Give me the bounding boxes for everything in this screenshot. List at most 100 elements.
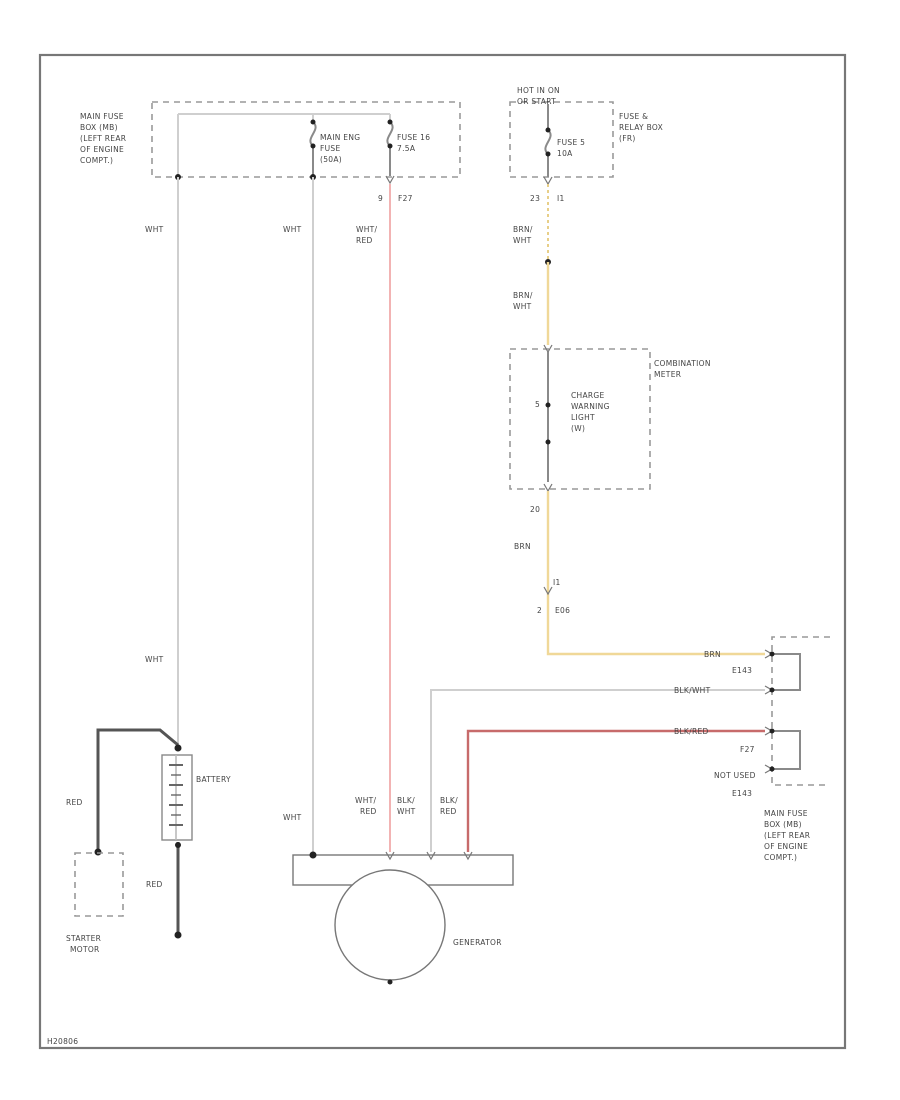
svg-text:7.5A: 7.5A: [397, 144, 416, 153]
svg-text:RED: RED: [440, 807, 457, 816]
generator-label: GENERATOR: [453, 938, 502, 947]
charge-warning-light-label: CHARGE WARNING LIGHT (W): [571, 391, 610, 433]
wire-blk-red: [466, 729, 765, 852]
svg-text:F27: F27: [398, 194, 413, 203]
svg-text:WARNING: WARNING: [571, 402, 610, 411]
svg-text:LIGHT: LIGHT: [571, 413, 595, 422]
starter-motor-box: [74, 852, 124, 917]
svg-text:COMPT.): COMPT.): [764, 853, 797, 862]
combination-meter-box: [509, 348, 651, 490]
label-wht-mid: WHT: [283, 225, 302, 234]
svg-text:2: 2: [537, 606, 542, 615]
combination-meter-label: COMBINATION METER: [654, 359, 711, 379]
svg-text:(50A): (50A): [320, 155, 342, 164]
svg-text:FUSE &: FUSE &: [619, 112, 648, 121]
label-wht-left: WHT: [145, 225, 164, 234]
battery-label: BATTERY: [196, 775, 231, 784]
svg-text:WHT: WHT: [513, 302, 532, 311]
label-blk-wht-right: BLK/WHT: [674, 686, 711, 695]
svg-text:BOX (MB): BOX (MB): [764, 820, 802, 829]
svg-text:(LEFT REAR: (LEFT REAR: [80, 134, 126, 143]
svg-text:COMPT.): COMPT.): [80, 156, 113, 165]
label-brn-wht-2: BRN/ WHT: [513, 291, 533, 311]
main-eng-fuse-label: MAIN ENG FUSE (50A): [320, 133, 360, 164]
generator-wire-labels: WHT/ RED BLK/ WHT BLK/ RED: [355, 796, 458, 816]
svg-text:RELAY BOX: RELAY BOX: [619, 123, 663, 132]
label-e143: E143: [732, 666, 752, 675]
label-brn: BRN: [514, 542, 531, 551]
label-brn-wht-1: BRN/ WHT: [513, 225, 533, 245]
fuse-box-link-1: [772, 653, 801, 691]
connector-low: I1 2 E06: [537, 578, 570, 615]
svg-text:MAIN FUSE: MAIN FUSE: [764, 809, 808, 818]
generator-symbol: [334, 869, 446, 981]
wire-brn: [546, 491, 765, 656]
starter-motor-label: STARTER MOTOR: [66, 934, 101, 954]
svg-text:STARTER: STARTER: [66, 934, 101, 943]
main-fuse-box-top-label: MAIN FUSE BOX (MB) (LEFT REAR OF ENGINE …: [80, 112, 126, 165]
svg-text:9: 9: [378, 194, 383, 203]
label-red-battery: RED: [146, 880, 163, 889]
svg-text:MAIN ENG: MAIN ENG: [320, 133, 360, 142]
wire-blk-wht: [430, 689, 765, 852]
connector-f27-top: 9 F27: [378, 194, 413, 203]
label-wht-left-low: WHT: [145, 655, 164, 664]
svg-text:E06: E06: [555, 606, 570, 615]
fuse-16-label: FUSE 16 7.5A: [397, 133, 430, 153]
svg-text:MOTOR: MOTOR: [70, 945, 100, 954]
svg-text:(FR): (FR): [619, 134, 636, 143]
meter-pin-bottom: 20: [530, 505, 540, 514]
fuse-box-bus: [177, 113, 391, 177]
svg-text:WHT: WHT: [397, 807, 416, 816]
fuse-16-symbol: [386, 121, 394, 176]
fuse-5-symbol: [544, 104, 552, 177]
fuse-5-label: FUSE 5 10A: [557, 138, 585, 158]
footer-code: H20806: [47, 1037, 78, 1046]
label-red-starter: RED: [66, 798, 83, 807]
fuse-box-link-2: [772, 730, 801, 770]
svg-text:FUSE 16: FUSE 16: [397, 133, 430, 142]
label-blk-red-right: BLK/RED: [674, 727, 709, 736]
svg-text:FUSE: FUSE: [320, 144, 341, 153]
svg-text:METER: METER: [654, 370, 681, 379]
connector-23-top: 23 I1: [530, 194, 565, 203]
hot-in-run-label: HOT IN ON OR START: [517, 86, 560, 106]
main-fuse-box-bottom: [771, 636, 830, 786]
svg-text:BOX (MB): BOX (MB): [80, 123, 118, 132]
main-fuse-box-bottom-label: MAIN FUSE BOX (MB) (LEFT REAR OF ENGINE …: [764, 809, 810, 862]
svg-text:BRN/: BRN/: [513, 225, 533, 234]
diagram-frame: [38, 53, 847, 1050]
label-e143-b: E143: [732, 789, 752, 798]
svg-text:BLK/: BLK/: [397, 796, 415, 805]
fuse-relay-box-label: FUSE & RELAY BOX (FR): [619, 112, 663, 143]
wire-red-starter: [96, 728, 179, 852]
svg-text:HOT IN ON: HOT IN ON: [517, 86, 560, 95]
svg-text:WHT: WHT: [513, 236, 532, 245]
svg-text:OR START: OR START: [517, 97, 556, 106]
label-brn-right: BRN: [704, 650, 721, 659]
label-not-used: NOT USED: [714, 771, 756, 780]
svg-text:COMBINATION: COMBINATION: [654, 359, 711, 368]
battery-symbol: [161, 754, 193, 841]
charge-light-pin: 5: [535, 400, 540, 409]
svg-text:BRN/: BRN/: [513, 291, 533, 300]
main-eng-fuse-symbol: [309, 121, 317, 177]
svg-text:FUSE 5: FUSE 5: [557, 138, 585, 147]
svg-text:WHT/: WHT/: [355, 796, 377, 805]
svg-text:WHT/: WHT/: [356, 225, 378, 234]
svg-text:RED: RED: [356, 236, 373, 245]
label-wht-mid-low: WHT: [283, 813, 302, 822]
svg-text:CHARGE: CHARGE: [571, 391, 605, 400]
svg-text:(W): (W): [571, 424, 585, 433]
svg-text:10A: 10A: [557, 149, 573, 158]
svg-text:BLK/: BLK/: [440, 796, 458, 805]
svg-text:MAIN FUSE: MAIN FUSE: [80, 112, 124, 121]
svg-text:I1: I1: [557, 194, 565, 203]
svg-text:23: 23: [530, 194, 540, 203]
svg-text:I1: I1: [553, 578, 561, 587]
label-wht-red-top: WHT/ RED: [356, 225, 378, 245]
svg-text:OF ENGINE: OF ENGINE: [80, 145, 124, 154]
svg-text:RED: RED: [360, 807, 377, 816]
main-fuse-box-top: [151, 101, 461, 178]
